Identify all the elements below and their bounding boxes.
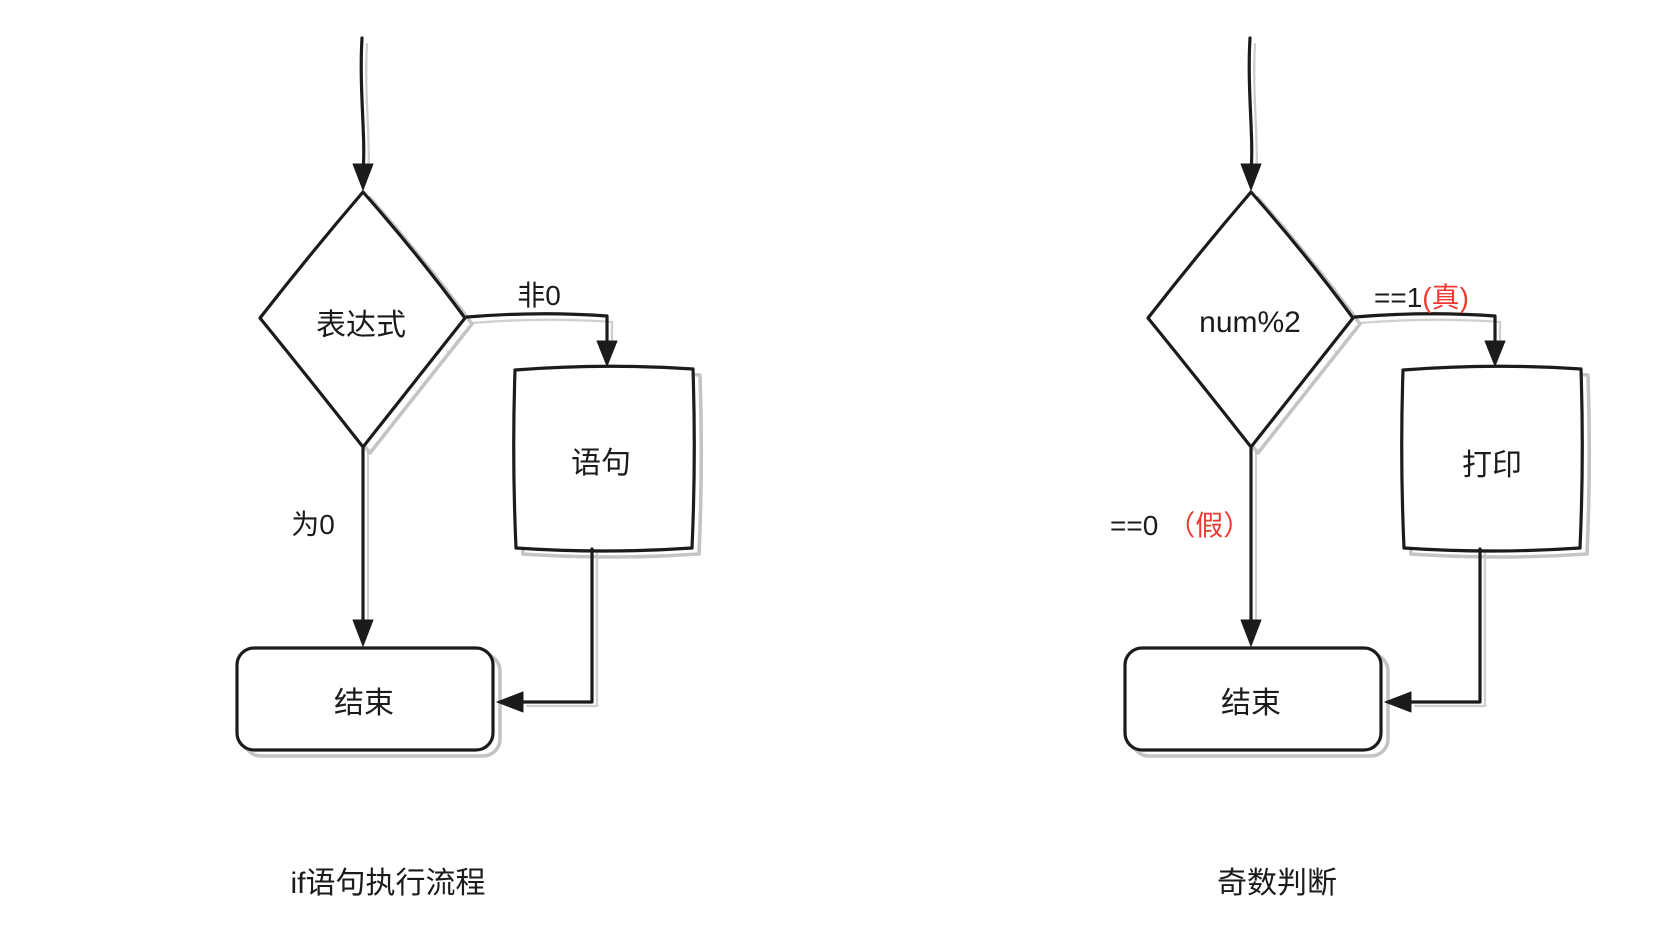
right-branch-true-text: ==1	[1374, 282, 1423, 313]
right-flowchart-shapes	[1123, 36, 1592, 758]
left-branch-false-label: 为0	[291, 509, 335, 540]
right-branch-true-annotation: (真)	[1422, 282, 1469, 313]
right-process-label: 打印	[1462, 449, 1522, 482]
left-decision-label: 表达式	[316, 309, 406, 342]
right-branch-false-text: ==0	[1110, 510, 1159, 541]
left-flowchart-shapes	[235, 36, 704, 758]
right-caption: 奇数判断	[1217, 867, 1337, 900]
right-decision-label: num%2	[1199, 306, 1301, 339]
left-end-label: 结束	[334, 687, 394, 720]
left-process-label: 语句	[571, 447, 631, 480]
left-caption: if语句执行流程	[290, 867, 486, 900]
right-branch-true-label: ==1(真)	[1374, 276, 1469, 316]
right-branch-false-label: ==0 （假）	[1110, 504, 1251, 544]
right-end-label: 结束	[1221, 687, 1281, 720]
right-branch-false-annotation: （假）	[1167, 510, 1252, 541]
left-branch-true-label: 非0	[517, 280, 561, 311]
